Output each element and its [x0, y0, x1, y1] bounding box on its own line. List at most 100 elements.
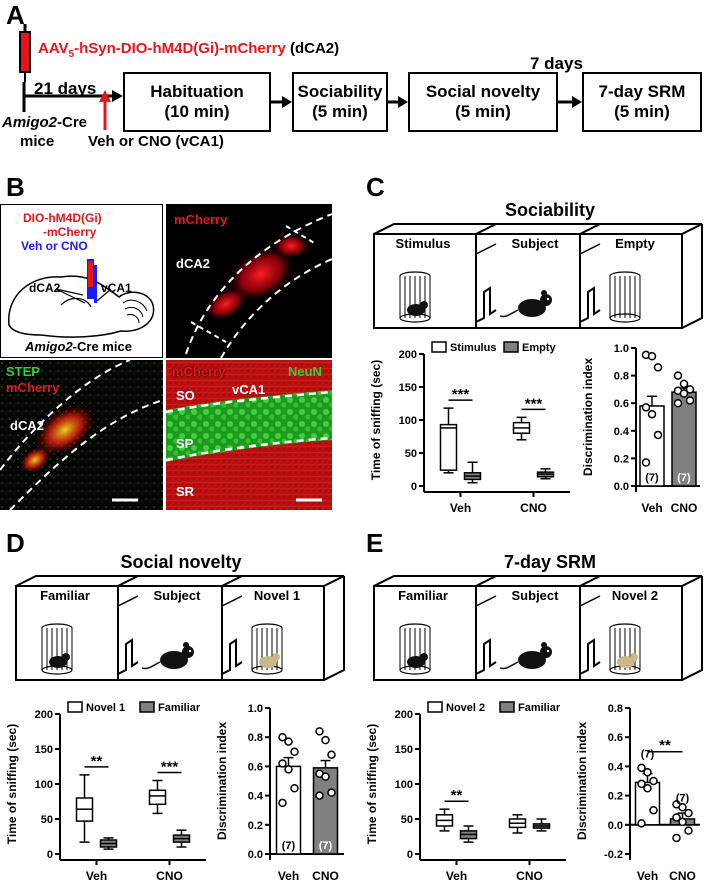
three-chamber-arena — [373, 223, 703, 329]
legend-swatch — [67, 701, 83, 713]
y-tick-label: 0 — [411, 481, 417, 493]
data-point — [637, 763, 646, 773]
data-point — [672, 813, 681, 822]
bar — [312, 767, 339, 855]
y-tick-label: 0.0 — [248, 849, 263, 861]
x-tick-label: Veh — [641, 501, 662, 515]
data-point — [647, 409, 657, 419]
x-tick-label: Veh — [637, 869, 658, 883]
significance-stars: *** — [161, 759, 179, 776]
y-tick-label: 0 — [407, 849, 413, 861]
x-tick-label: Veh — [278, 869, 299, 883]
y-tick-label: 0.4 — [614, 426, 630, 438]
y-tick-label: 0.2 — [608, 791, 623, 803]
significance-stars: ** — [91, 753, 103, 770]
box-stimulus — [439, 407, 458, 474]
y-tick-label: 150 — [395, 744, 413, 756]
legend-swatch — [431, 341, 447, 353]
data-point — [278, 759, 287, 768]
panel-letter-d: D — [6, 528, 25, 558]
y-tick-label: -0.2 — [604, 849, 623, 861]
y-tick-label: 0 — [47, 849, 53, 861]
legend-label: Novel 2 — [446, 702, 485, 714]
legend-label: Empty — [522, 342, 557, 354]
cage-bottom — [609, 313, 641, 323]
step-7day-srm: 7-day SRM(5 min) — [582, 72, 702, 132]
data-point — [649, 776, 658, 786]
legend-swatch — [499, 701, 515, 713]
data-point — [641, 403, 651, 412]
panel-letter-e: E — [366, 528, 384, 558]
subject-mouse-icon — [499, 642, 552, 670]
significance-stars: *** — [525, 395, 543, 412]
brain-schematic: DIO-hM4D(Gi) -mCherry Veh or CNO dCA2 vC… — [0, 204, 163, 358]
data-point — [685, 385, 695, 394]
y-tick-label: 100 — [399, 415, 417, 427]
y-tick-label: 50 — [405, 448, 417, 460]
step-social-novelty: Social novelty(5 min) — [408, 72, 558, 132]
y-tick-label: 0.6 — [614, 398, 629, 410]
data-point — [315, 791, 324, 800]
data-point — [290, 747, 299, 757]
data-point — [637, 819, 646, 828]
panel-e-apparatus: Familiar Subject Novel 2 — [372, 574, 708, 684]
legend-swatch — [503, 341, 519, 353]
y-axis-label: Discrimination index — [215, 722, 229, 840]
box-iqr — [148, 789, 167, 806]
legend-swatch — [139, 701, 155, 713]
data-point — [649, 805, 658, 815]
x-tick-label: Veh — [450, 501, 471, 515]
data-point — [284, 737, 293, 746]
y-tick-label: 200 — [35, 709, 53, 721]
y-tick-label: 100 — [395, 779, 413, 791]
days-7-label: 7 days — [530, 54, 583, 73]
mouse-line-label: Amigo2-Cre — [2, 114, 88, 131]
data-point — [315, 727, 324, 736]
data-point — [278, 798, 287, 808]
n-label: (7) — [676, 792, 690, 804]
panel-d-title: Social novelty — [120, 552, 242, 572]
micrograph-mcherry-neun: mCherry NeuN SO vCA1 SP SR — [166, 360, 332, 510]
panel-letter-a: A — [6, 0, 25, 30]
syringe-icon — [19, 24, 31, 82]
bar — [634, 781, 661, 826]
y-tick-label: 150 — [399, 382, 417, 394]
box-stimulus — [512, 416, 531, 441]
bar — [639, 405, 665, 487]
arena-door — [221, 638, 243, 675]
y-tick-label: 0.8 — [248, 732, 263, 744]
y-tick-label: 0.6 — [608, 732, 623, 744]
n-label: (7) — [282, 840, 296, 852]
y-tick-label: 1.0 — [248, 703, 263, 715]
x-tick-label: CNO — [520, 501, 547, 515]
arena-door — [117, 638, 139, 675]
step-habituation: Habituation(10 min) — [123, 72, 271, 132]
n-label: (7) — [641, 749, 655, 761]
y-tick-label: 0.4 — [608, 761, 624, 773]
box-familiar — [532, 818, 551, 832]
panel-letter-b: B — [6, 172, 25, 202]
micrograph-mcherry: mCherry dCA2 — [166, 204, 332, 358]
x-tick-label: CNO — [669, 869, 696, 883]
y-tick-label: 1.0 — [614, 343, 629, 355]
mice-label: mice — [20, 133, 55, 150]
panel-c-apparatus: Stimulus Subject Empty — [372, 222, 708, 332]
panel-c-title: Sociability — [504, 200, 596, 220]
y-tick-label: 0.2 — [248, 820, 263, 832]
n-label: (7) — [319, 840, 333, 852]
legend-label: Novel 1 — [86, 702, 125, 714]
box-familiar — [99, 837, 118, 850]
panel-a-flow-diagram — [19, 24, 582, 130]
x-tick-label: Veh — [446, 869, 467, 883]
novel-mouse-icon — [259, 656, 277, 668]
data-point — [672, 833, 681, 843]
injection-label: Veh or CNO (vCA1) — [88, 133, 224, 150]
box-iqr — [439, 423, 458, 471]
